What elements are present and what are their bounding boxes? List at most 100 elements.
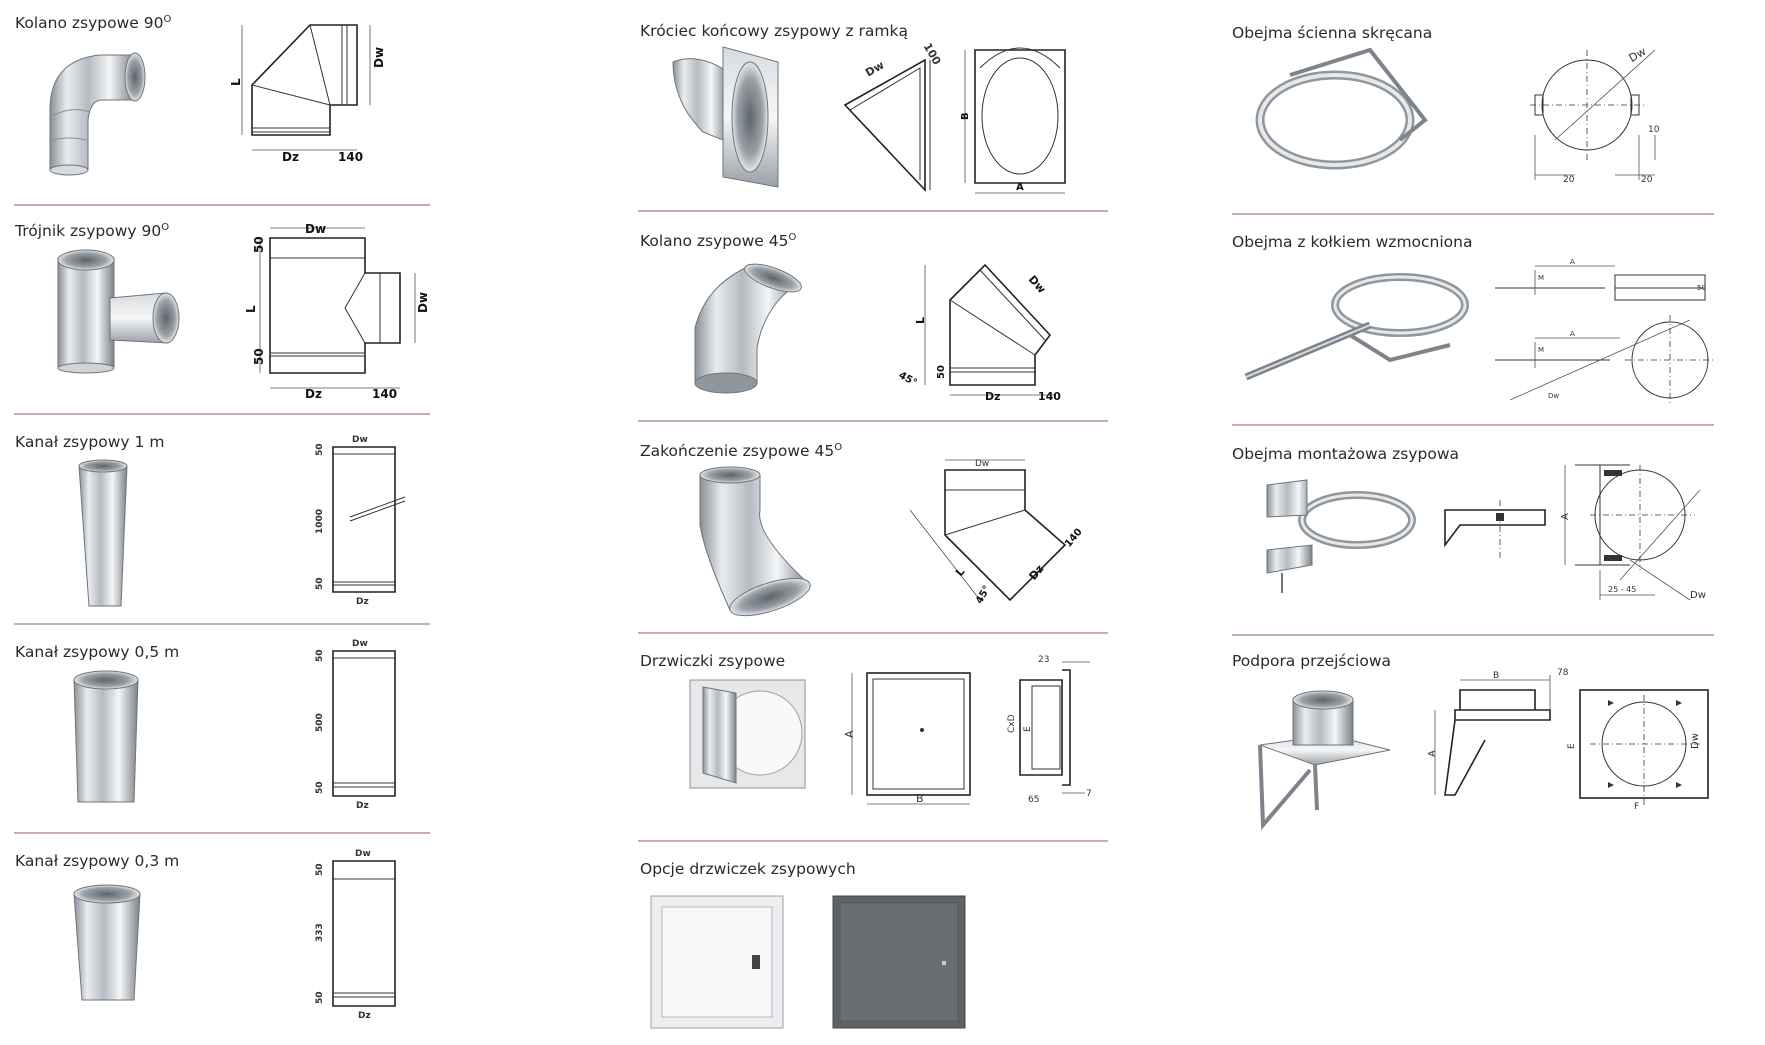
separator bbox=[638, 420, 1108, 422]
dim-label: E bbox=[1567, 743, 1577, 749]
product-title: Obejma montażowa zsypowa bbox=[1232, 445, 1459, 463]
dim-label: Dz bbox=[356, 597, 369, 607]
separator bbox=[638, 632, 1108, 634]
dim-label: F bbox=[1634, 802, 1639, 812]
product-photo bbox=[689, 679, 806, 789]
technical-drawing: B A bbox=[960, 47, 1066, 194]
dim-label: A bbox=[1570, 258, 1575, 266]
dim-label: A bbox=[1427, 750, 1438, 757]
dim-label: 1000 bbox=[315, 509, 325, 534]
dim-label: 50 bbox=[315, 991, 325, 1004]
dim-label: A bbox=[1016, 182, 1024, 193]
dim-label: L bbox=[953, 565, 967, 579]
technical-drawing: Dw 20 20 10 bbox=[1530, 45, 1660, 185]
dim-label: Dw bbox=[1627, 45, 1649, 65]
dim-label: Dw bbox=[352, 639, 368, 649]
dim-label: 50 bbox=[315, 781, 325, 794]
separator bbox=[638, 210, 1108, 212]
dim-label: L bbox=[229, 78, 243, 86]
dim-label: 50 bbox=[252, 236, 266, 253]
dim-label: 333 bbox=[315, 923, 325, 942]
dim-label: 100 bbox=[921, 41, 944, 68]
dim-label: 50 bbox=[936, 365, 947, 379]
product-title: Trójnik zsypowy 90O bbox=[15, 222, 170, 241]
technical-drawing: Dw 50 333 50 Dz bbox=[315, 849, 396, 1021]
technical-drawing: Dw 50 1000 50 Dz bbox=[315, 435, 406, 607]
dim-label: L bbox=[244, 305, 258, 313]
product-photo bbox=[78, 459, 128, 607]
dim-label: 140 bbox=[1063, 527, 1085, 550]
dim-label: Dw bbox=[1690, 733, 1701, 749]
product-photo bbox=[694, 263, 802, 394]
product-photo bbox=[672, 46, 779, 188]
dim-label: B bbox=[1493, 671, 1499, 681]
separator bbox=[14, 413, 430, 415]
dim-label: 500 bbox=[315, 713, 325, 732]
dim-label: M bbox=[1538, 274, 1544, 282]
dim-label: B bbox=[916, 792, 924, 805]
dim-label: Dz bbox=[356, 801, 369, 811]
product-photo bbox=[1255, 47, 1428, 170]
dim-label: 65 bbox=[1028, 795, 1039, 805]
dim-label: B bbox=[960, 112, 971, 120]
technical-drawing: Dw L 45° 50 Dz 140 bbox=[897, 263, 1061, 403]
dim-label: Dz bbox=[358, 1011, 371, 1021]
product-title: Kolano zsypowe 45O bbox=[640, 232, 797, 251]
technical-drawing: A M A M Dw 50 bbox=[1495, 258, 1715, 405]
product-title: Drzwiczki zsypowe bbox=[640, 652, 786, 670]
separator bbox=[638, 840, 1108, 842]
technical-drawing: Dw 50 500 50 Dz bbox=[315, 639, 396, 811]
door-option-dark bbox=[832, 895, 966, 1029]
technical-drawing: Dw L 45° Dz 140 bbox=[909, 459, 1085, 606]
product-photo bbox=[1244, 273, 1469, 381]
product-title: Króciec końcowy zsypowy z ramką bbox=[640, 22, 908, 40]
product-title: Zakończenie zsypowe 45O bbox=[640, 442, 843, 461]
dim-label: 10 bbox=[1648, 125, 1660, 135]
dim-label: 25 - 45 bbox=[1608, 585, 1636, 594]
product-photo bbox=[1266, 479, 1416, 593]
dim-label: 140 bbox=[1038, 390, 1061, 403]
dim-label: 50 bbox=[315, 863, 325, 876]
separator bbox=[1232, 424, 1714, 426]
product-title: Obejma z kołkiem wzmocniona bbox=[1232, 233, 1473, 251]
dim-label: 7 bbox=[1086, 789, 1092, 799]
technical-drawing: A B bbox=[843, 672, 971, 805]
dim-label: 78 bbox=[1557, 668, 1569, 678]
dim-label: Dz bbox=[305, 387, 322, 401]
technical-drawing: L Dw Dz 140 bbox=[229, 24, 386, 164]
dim-label: 140 bbox=[372, 387, 397, 401]
separator bbox=[14, 832, 430, 834]
separator bbox=[1232, 213, 1714, 215]
dim-label: Dw bbox=[305, 222, 326, 236]
product-photo bbox=[73, 670, 139, 803]
technical-drawing: Dw 100 bbox=[843, 41, 944, 193]
product-photo bbox=[1258, 690, 1391, 831]
product-title: Kanał zsypowy 0,3 m bbox=[15, 852, 180, 870]
product-title: Opcje drzwiczek zsypowych bbox=[640, 860, 856, 878]
dim-label: Dw bbox=[1548, 392, 1559, 400]
dim-label: Dw bbox=[352, 435, 368, 445]
dim-label: A bbox=[1570, 330, 1575, 338]
product-title: Podpora przejściowa bbox=[1232, 652, 1391, 670]
dim-label: 50 bbox=[315, 649, 325, 662]
technical-drawing: B 78 A bbox=[1427, 668, 1569, 796]
dim-label: 50 bbox=[315, 577, 325, 590]
product-photo bbox=[49, 52, 146, 176]
dim-label: Dw bbox=[416, 292, 430, 313]
dim-label: 20 bbox=[1641, 175, 1653, 185]
dim-label: Dw bbox=[975, 459, 989, 469]
dim-label: Dw bbox=[1690, 590, 1706, 601]
dim-label: Dw bbox=[355, 849, 371, 859]
technical-drawing bbox=[1444, 500, 1546, 560]
dim-label: 23 bbox=[1038, 655, 1049, 665]
dim-label: Dz bbox=[282, 150, 299, 164]
product-title: Kanał zsypowy 0,5 m bbox=[15, 643, 180, 661]
door-option-light bbox=[650, 895, 784, 1029]
dim-label: L bbox=[914, 317, 927, 324]
dim-label: 20 bbox=[1563, 175, 1575, 185]
product-title: Kanał zsypowy 1 m bbox=[15, 433, 165, 451]
dim-label: 50 bbox=[315, 443, 325, 456]
technical-drawing: 23 CxD E 65 7 bbox=[1007, 655, 1092, 805]
dim-label: 140 bbox=[338, 150, 363, 164]
dim-label: Dw bbox=[1026, 273, 1049, 296]
